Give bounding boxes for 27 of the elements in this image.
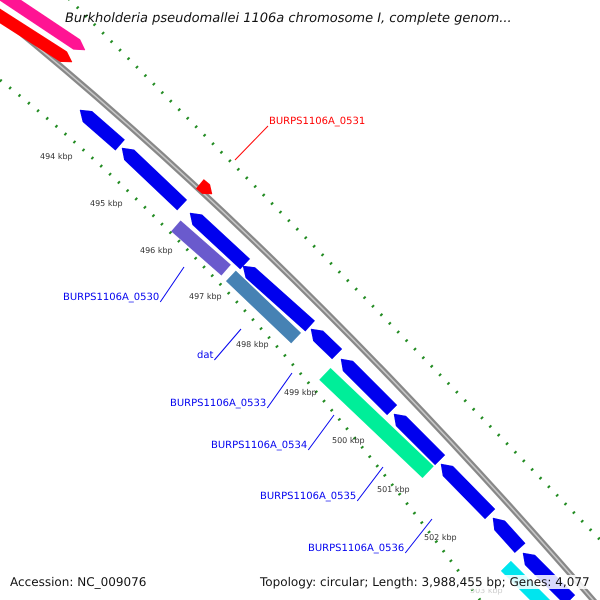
scale-label: 499 kbp [284, 388, 317, 398]
gene-label: BURPS1106A_0536 [308, 543, 404, 555]
scale-label: 495 kbp [90, 199, 123, 209]
scale-label: 497 kbp [189, 292, 222, 302]
scale-label: 503 kbp [470, 586, 503, 596]
gene-label: BURPS1106A_0535 [260, 491, 356, 503]
scale-label: 494 kbp [40, 152, 73, 162]
diagram-title: Burkholderia pseudomallei 1106a chromosome I, complete genom... [65, 11, 512, 26]
gene-label: dat [197, 350, 214, 362]
leader-line [214, 328, 242, 360]
gene-label: BURPS1106A_0530 [63, 292, 160, 304]
leader-line [308, 414, 334, 450]
scale-label: 498 kbp [236, 340, 269, 350]
leader-line [404, 518, 432, 554]
scale-label: 501 kbp [377, 485, 410, 495]
leader-line [160, 266, 184, 302]
footer-text: Accession: NC_009076 [10, 575, 146, 589]
gene-label: BURPS1106A_0531 [269, 116, 366, 128]
footer-text: Topology: circular; Length: 3,988,455 bp; Genes: 4,077 [260, 575, 590, 589]
leader-line [356, 466, 384, 502]
gene-label: BURPS1106A_0533 [170, 398, 266, 410]
scale-label: 500 kbp [332, 436, 365, 446]
scale-label: 502 kbp [424, 533, 457, 543]
gene-label: BURPS1106A_0534 [211, 440, 308, 452]
scale-label: 496 kbp [140, 246, 173, 256]
leader-line [266, 372, 292, 408]
leader-line [234, 126, 268, 160]
